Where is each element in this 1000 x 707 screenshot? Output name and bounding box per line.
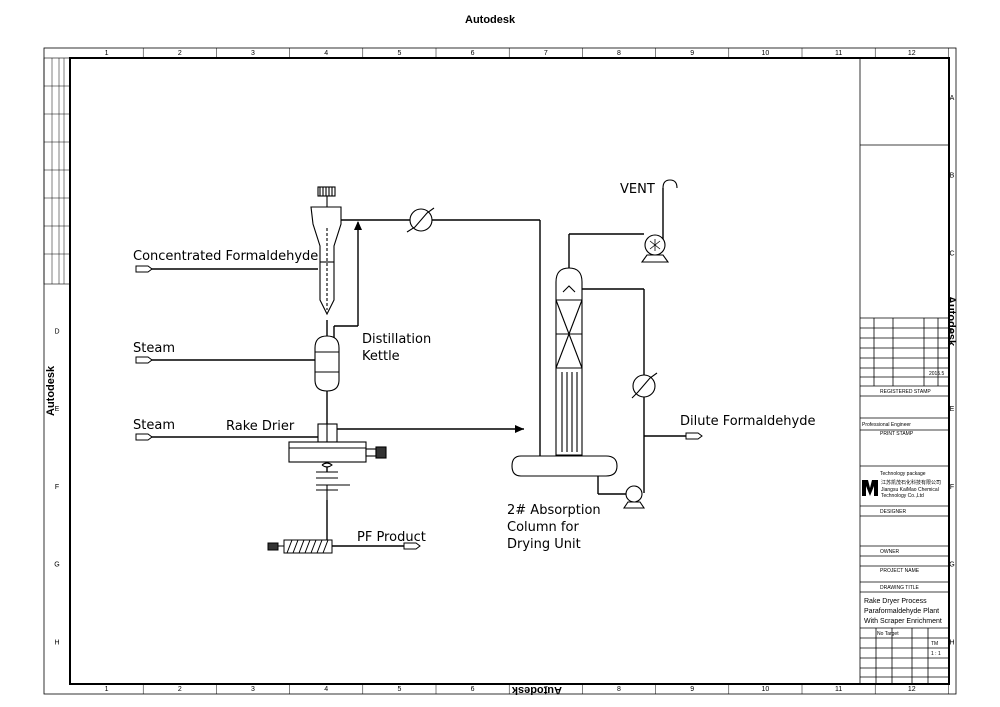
distillation-column	[310, 186, 342, 316]
grid-col-top-5: 5	[397, 50, 401, 57]
grid-col-bottom-3: 3	[251, 686, 255, 693]
watermark-left: Autodesk	[45, 365, 57, 416]
tb-owner: OWNER	[880, 549, 900, 555]
grid-row-left-H: H	[54, 640, 59, 647]
tb-drawing-title-3: With Scraper Enrichment	[864, 618, 942, 625]
heat-exchanger-side	[631, 372, 658, 399]
label-steam-2: Steam	[133, 418, 175, 433]
grid-col-top-12: 12	[908, 50, 916, 57]
grid-col-bottom-10: 10	[762, 686, 770, 693]
grid-col-bottom-4: 4	[324, 686, 328, 693]
label-concentrated-formaldehyde: Concentrated Formaldehyde	[133, 249, 318, 264]
grid-row-left-D: D	[54, 328, 59, 335]
grid-row-labels-left: D E F G H	[54, 328, 59, 646]
tb-drawing-title-1: Rake Dryer Process	[864, 598, 927, 605]
label-vent: VENT	[620, 182, 655, 197]
label-dilute-formaldehyde: Dilute Formaldehyde	[680, 414, 815, 429]
label-rake-drier: Rake Drier	[226, 419, 295, 434]
outer-border	[43, 47, 957, 695]
company-logo	[862, 480, 878, 496]
drawing-border	[69, 57, 950, 685]
vent-blower	[640, 179, 678, 263]
label-absorption-3: Drying Unit	[507, 537, 581, 552]
tb-scale: 1 : 1	[931, 651, 941, 657]
grid-row-right-A: A	[950, 95, 955, 102]
label-distillation: Distillation	[362, 332, 431, 347]
tb-print-stamp: PRINT STAMP	[880, 431, 914, 437]
process-lines	[148, 188, 692, 547]
grid-row-left-E: E	[55, 406, 60, 413]
grid-col-top-10: 10	[762, 50, 770, 57]
grid-row-right-B: B	[950, 173, 955, 180]
grid-row-labels-right: A B C D E F G H	[949, 95, 954, 647]
tb-company-cn: 江苏凯茂石化科技有限公司	[881, 479, 941, 486]
screw-conveyor	[267, 539, 333, 554]
flow-arrows	[354, 221, 524, 433]
grid-col-top-3: 3	[251, 50, 255, 57]
grid-col-bottom-12: 12	[908, 686, 916, 693]
watermark-bottom: Autodesk	[511, 684, 562, 696]
label-absorption-2: Column for	[507, 520, 579, 535]
grid-col-top-4: 4	[324, 50, 328, 57]
grid-col-bottom-8: 8	[617, 686, 621, 693]
title-block	[859, 58, 949, 684]
tb-no-target: No Target	[877, 631, 899, 637]
tb-registered-stamp: REGISTERED STAMP	[880, 389, 931, 395]
grid-col-bottom-2: 2	[178, 686, 182, 693]
grid-row-right-C: C	[949, 251, 954, 258]
grid-row-right-H: H	[949, 640, 954, 647]
grid-col-bottom-9: 9	[690, 686, 694, 693]
label-kettle: Kettle	[362, 349, 400, 364]
recirculation-pump	[622, 485, 646, 509]
grid-col-top-2: 2	[178, 50, 182, 57]
grid-col-bottom-1: 1	[105, 686, 109, 693]
absorption-column	[511, 267, 618, 477]
grid-col-top-11: 11	[835, 50, 842, 57]
grid-col-bottom-11: 11	[835, 686, 842, 693]
rake-drier	[288, 423, 387, 500]
grid-row-left-G: G	[54, 562, 59, 569]
tb-company-en-2: Technology Co.,Ltd	[881, 493, 924, 499]
grid-row-right-E: E	[950, 406, 955, 413]
watermark-top: Autodesk	[465, 14, 516, 26]
tb-designer: DESIGNER	[880, 509, 907, 515]
tb-drawing-title-label: DRAWING TITLE	[880, 585, 920, 591]
watermark-right: Autodesk	[945, 296, 957, 347]
tb-sheet: TM	[931, 641, 938, 647]
tb-date: 2015.5	[929, 371, 945, 377]
label-absorption-1: 2# Absorption	[507, 503, 601, 518]
tb-drawing-title-2: Paraformaldehyde Plant	[864, 608, 939, 615]
distillation-kettle	[314, 335, 340, 392]
grid-col-bottom-5: 5	[397, 686, 401, 693]
revision-strip-lines	[44, 58, 70, 284]
grid-col-top-9: 9	[690, 50, 694, 57]
grid-col-bottom-7: 7	[544, 686, 548, 693]
tb-company-en-1: Jiangsu KaiMao Chemical	[881, 487, 939, 493]
grid-col-top-1: 1	[105, 50, 109, 57]
grid-row-right-G: G	[949, 562, 954, 569]
tb-project-name: PROJECT NAME	[880, 568, 920, 574]
grid-row-left-F: F	[55, 484, 59, 491]
grid-col-bottom-6: 6	[471, 686, 475, 693]
grid-col-top-8: 8	[617, 50, 621, 57]
grid-row-right-F: F	[950, 484, 954, 491]
heat-exchanger-top	[406, 207, 435, 233]
stream-nozzles	[135, 265, 703, 550]
label-steam-1: Steam	[133, 341, 175, 356]
revision-strip	[43, 57, 71, 285]
grid-row-right-D: D	[949, 328, 954, 335]
tb-technology-package: Technology package	[880, 471, 926, 477]
grid-col-top-6: 6	[471, 50, 475, 57]
grid-col-top-7: 7	[544, 50, 548, 57]
tb-professional-engineer: Professional Engineer	[862, 422, 911, 428]
label-pf-product: PF Product	[357, 530, 426, 545]
